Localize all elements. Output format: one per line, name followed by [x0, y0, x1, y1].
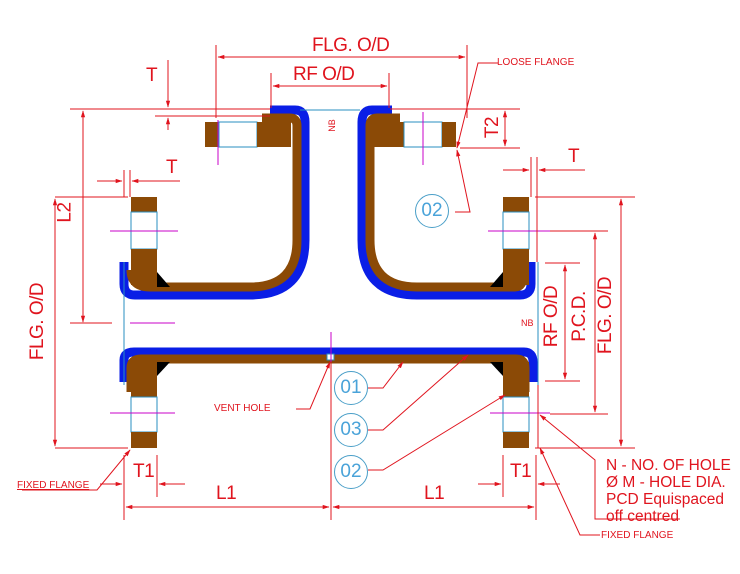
hole-note-line1: N - NO. OF HOLE: [606, 457, 731, 474]
dim-top-t: T: [146, 65, 158, 86]
callout-02-bottom: 02: [334, 455, 368, 489]
callout-01: 01: [334, 371, 368, 405]
dim-top-rf-od: RF O/D: [293, 64, 355, 85]
top-left-bend: [110, 105, 310, 300]
dimension-lines: [22, 45, 680, 536]
dim-right-rf-od: RF O/D: [541, 285, 563, 348]
hole-note: N - NO. OF HOLE Ø M - HOLE DIA. PCD Equi…: [606, 457, 731, 525]
dim-t2: T2: [482, 116, 504, 139]
label-fixed-flange-right: FIXED FLANGE: [601, 530, 674, 541]
hole-note-line2: Ø M - HOLE DIA.: [606, 474, 726, 491]
dim-right-flg-od: FLG. O/D: [595, 276, 617, 355]
dim-top-flg-od: FLG. O/D: [312, 35, 390, 56]
dim-left-t: T: [166, 157, 178, 178]
hole-note-line4: off centred: [606, 508, 679, 525]
dim-l2: L2: [54, 202, 76, 223]
dim-nb-right: NB: [521, 318, 534, 328]
dim-left-flg-od: FLG. O/D: [27, 282, 49, 361]
callout-02-top: 02: [415, 194, 449, 228]
dim-nb-top: NB: [326, 119, 337, 132]
label-vent-hole: VENT HOLE: [214, 403, 271, 414]
dim-right-t: T: [568, 146, 580, 167]
outline-lines: [123, 109, 539, 385]
top-right-bend: [357, 105, 550, 300]
dim-right-pcd: P.C.D.: [568, 291, 590, 342]
hole-note-line3: PCD Equispaced: [606, 491, 725, 508]
label-fixed-flange-left: FIXED FLANGE: [17, 480, 90, 491]
dim-left-t1: T1: [133, 461, 155, 482]
callout-03: 03: [334, 413, 368, 447]
dim-left-l1: L1: [216, 483, 237, 504]
dim-right-l1: L1: [424, 483, 445, 504]
dim-right-t1: T1: [510, 461, 532, 482]
bottom-straight-pipe: [110, 332, 550, 448]
label-loose-flange: LOOSE FLANGE: [497, 57, 575, 68]
